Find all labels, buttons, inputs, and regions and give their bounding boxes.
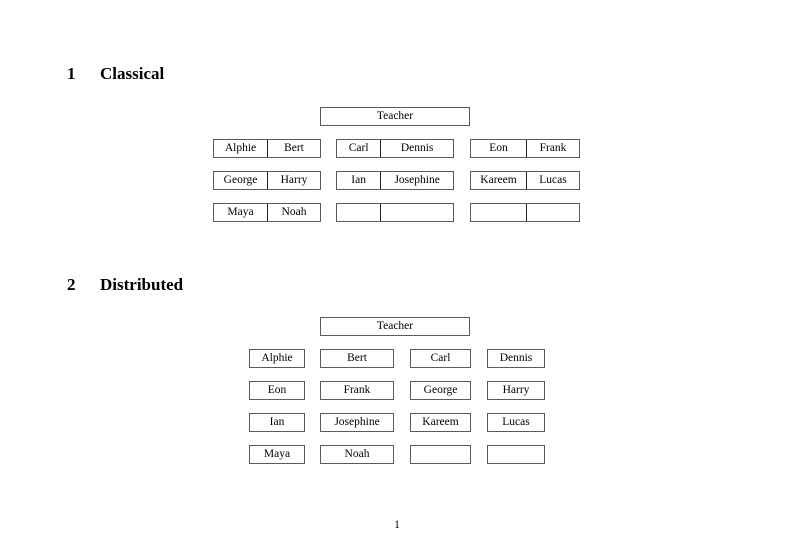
seat-empty[interactable] [471,204,526,221]
desk[interactable]: Dennis [487,349,545,368]
seat[interactable]: Eon [489,142,508,154]
seat[interactable]: Maya [227,206,254,218]
desk[interactable]: Eon [249,381,305,400]
desk[interactable]: George [410,381,471,400]
desk[interactable]: Carl [410,349,471,368]
teacher-desk-distributed[interactable]: Teacher [320,317,470,336]
seat-empty[interactable] [525,204,579,221]
seat[interactable]: Noah [266,204,320,221]
desk[interactable]: Noah [320,445,394,464]
seat[interactable]: Carl [348,142,369,154]
teacher-desk-classical[interactable]: Teacher [320,107,470,126]
desk-empty[interactable] [410,445,471,464]
section-number: 1 [67,64,76,83]
desk-pair[interactable]: Carl Dennis [336,139,454,158]
seat[interactable]: Lucas [525,172,579,189]
desk[interactable]: Ian [249,413,305,432]
desk[interactable]: Josephine [320,413,394,432]
desk[interactable]: Frank [320,381,394,400]
desk-pair-empty[interactable] [336,203,454,222]
desk-pair[interactable]: Maya Noah [213,203,321,222]
desk[interactable]: Maya [249,445,305,464]
desk-pair[interactable]: Kareem Lucas [470,171,580,190]
seat[interactable]: Ian [351,174,366,186]
desk-pair[interactable]: Alphie Bert [213,139,321,158]
page-number: 1 [394,519,400,531]
section-number: 2 [67,275,76,294]
desk-pair[interactable]: Ian Josephine [336,171,454,190]
seat[interactable]: Bert [266,140,320,157]
section-title: Distributed [100,275,184,294]
desk-pair-empty[interactable] [470,203,580,222]
seat-empty[interactable] [337,204,380,221]
desk[interactable]: Bert [320,349,394,368]
seat[interactable]: Harry [266,172,320,189]
desk[interactable]: Lucas [487,413,545,432]
seat[interactable]: Dennis [380,140,453,157]
seat[interactable]: Josephine [380,172,453,189]
seat[interactable]: George [223,174,258,186]
desk-pair[interactable]: Eon Frank [470,139,580,158]
desk-empty[interactable] [487,445,545,464]
desk[interactable]: Kareem [410,413,471,432]
desk[interactable]: Harry [487,381,545,400]
section-title: Classical [100,64,165,83]
seat[interactable]: Kareem [480,174,517,186]
seat-empty[interactable] [380,204,453,221]
desk[interactable]: Alphie [249,349,305,368]
seat[interactable]: Alphie [224,142,257,154]
desk-pair[interactable]: George Harry [213,171,321,190]
seat[interactable]: Frank [525,140,579,157]
